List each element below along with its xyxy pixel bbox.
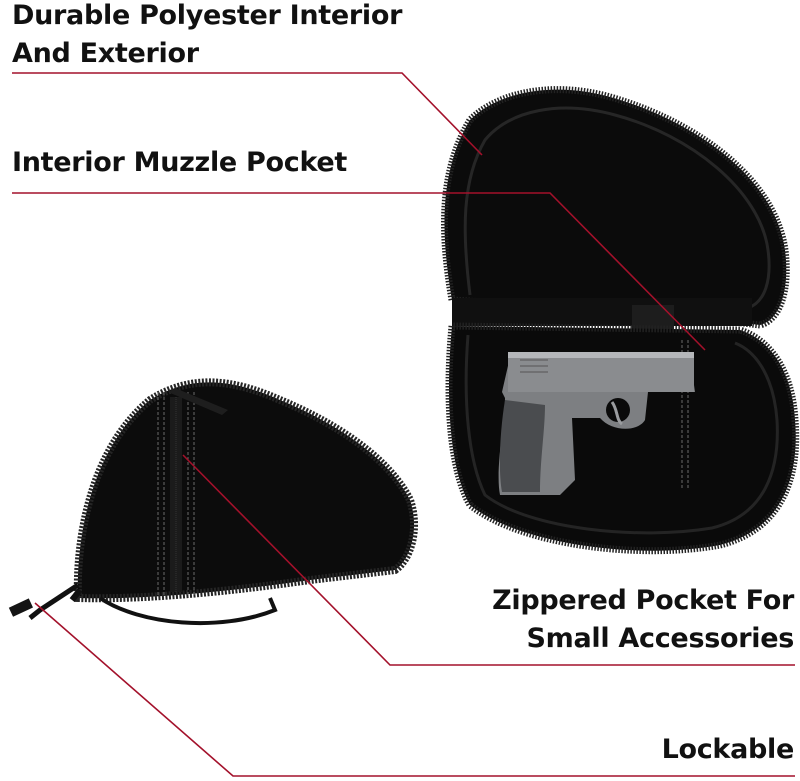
- feature-label-lockable: Lockable: [661, 731, 795, 769]
- callout-lines: [12, 72, 795, 777]
- closed-case-image: [8, 378, 419, 626]
- feature-label-line: And Exterior: [12, 38, 199, 69]
- callout-line-zippered: [182, 454, 795, 666]
- feature-label-durable: Durable Polyester Interior And Exterior: [12, 0, 402, 73]
- feature-label-zippered: Zippered Pocket For Small Accessories: [492, 582, 794, 658]
- zipper-lock-pulls: [8, 598, 33, 617]
- feature-label-line: Zippered Pocket For: [492, 585, 794, 616]
- feature-label-line: Durable Polyester Interior: [12, 0, 403, 31]
- zipper-pull: [168, 388, 228, 415]
- callout-line-lockable: [34, 602, 795, 777]
- pistol-image: [498, 352, 695, 495]
- pocket-zipper: [170, 397, 182, 592]
- feature-label-line: Interior Muzzle Pocket: [12, 147, 348, 178]
- callout-line-durable: [12, 72, 483, 156]
- feature-label-line: Lockable: [661, 734, 795, 765]
- callout-line-muzzle: [12, 192, 706, 351]
- open-case-image: [441, 86, 800, 555]
- feature-label-line: Small Accessories: [526, 623, 795, 654]
- feature-label-muzzle: Interior Muzzle Pocket: [12, 144, 347, 182]
